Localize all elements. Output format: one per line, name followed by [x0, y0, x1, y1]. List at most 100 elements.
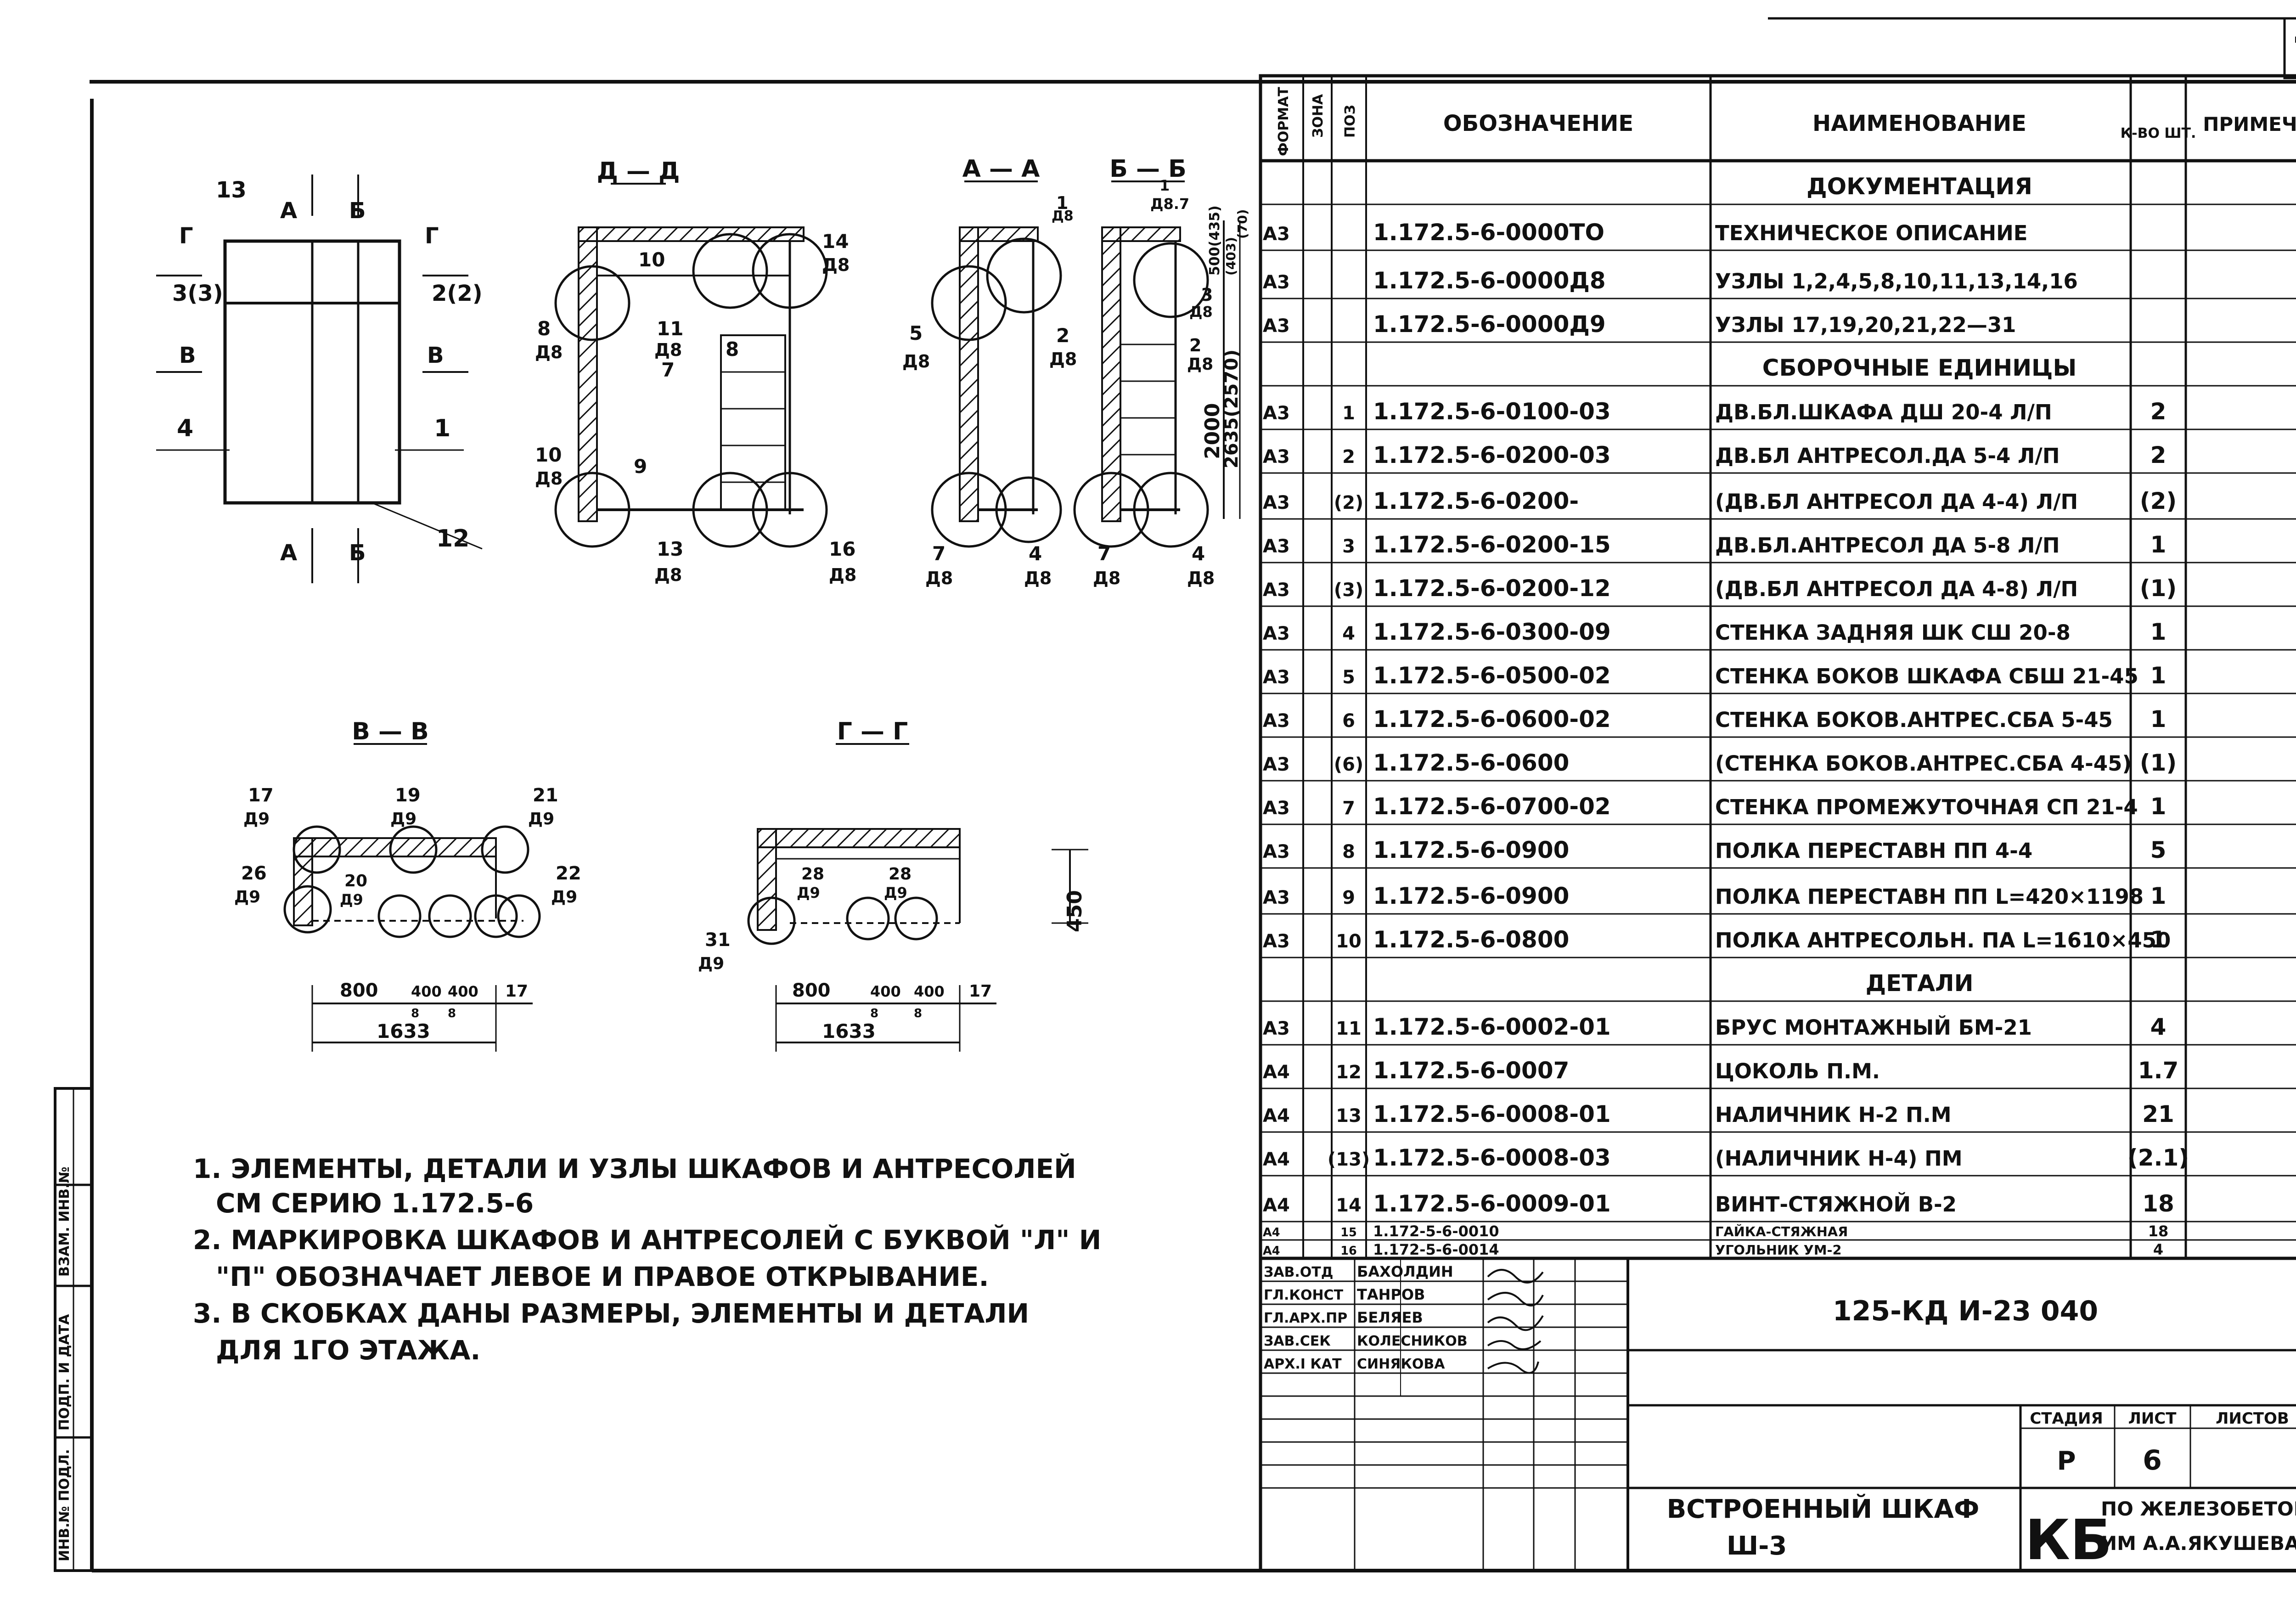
section-bb: Б — Б 1 Д8.7 3 Д8 2 Д8 7 Д8 4 Д8 2000 26… [1073, 155, 1250, 588]
spec-qty-cell: 2 [2150, 442, 2167, 468]
spec-format-cell: А3 [1263, 623, 1290, 644]
svg-text:8: 8 [537, 317, 551, 340]
svg-text:5: 5 [909, 322, 923, 344]
svg-text:1633: 1633 [377, 1020, 430, 1042]
note-line-4: "П" ОБОЗНАЧАЕТ ЛЕВОЕ И ПРАВОЕ ОТКРЫВАНИЕ… [216, 1261, 989, 1292]
spec-name-cell: ТЕХНИЧЕСКОЕ ОПИСАНИЕ [1715, 221, 2028, 245]
svg-text:Д9: Д9 [390, 810, 416, 828]
spec-designation-cell: 1.172.5-6-0900 [1373, 837, 1569, 863]
svg-text:12: 12 [436, 525, 469, 552]
spec-pos-cell: 4 [1342, 623, 1355, 644]
front-elevation [156, 175, 483, 583]
svg-text:Д9: Д9 [243, 810, 270, 828]
spec-format-cell: А3 [1263, 224, 1290, 245]
svg-text:4: 4 [1029, 542, 1042, 565]
spec-designation-cell: 1.172.5-6-0002-01 [1373, 1014, 1611, 1040]
spec-pos-cell: 1 [1342, 403, 1355, 424]
svg-text:20: 20 [344, 872, 367, 890]
svg-text:Д8: Д8 [1049, 349, 1077, 369]
note-line-3: 2. МАРКИРОВКА ШКАФОВ И АНТРЕСОЛЕЙ С БУКВ… [193, 1224, 1101, 1256]
svg-text:7: 7 [932, 542, 945, 565]
spec-pos-cell: 15 [1340, 1226, 1357, 1239]
spec-pos-cell: (2) [1334, 492, 1363, 513]
spec-qty-cell: 2 [2150, 398, 2167, 425]
svg-text:Д8: Д8 [1187, 568, 1215, 588]
svg-text:1: 1 [1056, 193, 1068, 213]
spec-designation-cell: 1.172.5-6-0300-09 [1373, 619, 1611, 645]
hdr-pos: ПОЗ [1342, 105, 1358, 138]
spec-pos-cell: 7 [1342, 798, 1355, 819]
svg-text:Б: Б [349, 540, 366, 566]
spec-designation-cell: 1.172.5-6-0100-03 [1373, 398, 1611, 425]
spec-pos-cell: 14 [1336, 1195, 1362, 1216]
svg-text:800: 800 [340, 980, 378, 1001]
strip-replace-inv: ВЗАМ. ИНВ.№ [56, 1166, 73, 1277]
spec-format-cell: А3 [1263, 798, 1290, 819]
spec-pos-cell: 16 [1340, 1244, 1357, 1258]
spec-pos-cell: 10 [1336, 931, 1362, 952]
spec-format-cell: А3 [1263, 667, 1290, 688]
svg-text:7: 7 [1097, 542, 1111, 565]
svg-text:450: 450 [1063, 890, 1086, 932]
spec-format-cell: А4 [1263, 1226, 1280, 1239]
title-block: ЗАВ.ОТД БАХОЛДИН ГЛ.КОНСТ ТАНРОВ ГЛ.АРХ.… [1259, 1256, 2296, 1572]
svg-text:13: 13 [216, 177, 247, 203]
svg-text:8: 8 [448, 1007, 456, 1020]
svg-text:В: В [179, 343, 196, 368]
spec-designation-cell: 1.172-5-6-0010 [1373, 1223, 1499, 1240]
svg-text:26: 26 [241, 863, 267, 884]
svg-text:13: 13 [657, 538, 683, 560]
spec-designation-cell: 1.172.5-6-0200-03 [1373, 442, 1611, 468]
section-dd: Д — Д 14 Д8 10 8 Д8 11 Д8 8 7 10 Д8 9 13… [535, 158, 856, 585]
section-bb-title: Б — Б [1109, 155, 1186, 183]
spec-designation-cell: 1.172.5-6-0200- [1373, 488, 1579, 514]
spec-format-cell: А3 [1263, 272, 1290, 293]
sheet-header: ЛИСТ [2128, 1409, 2177, 1428]
signature-marks [1487, 1269, 1544, 1374]
svg-text:3(3): 3(3) [172, 281, 223, 306]
spec-qty-cell: 4 [2150, 1014, 2167, 1040]
spec-qty-cell: 1 [2150, 706, 2167, 732]
spec-name-cell: (ДВ.БЛ АНТРЕСОЛ ДА 4-8) Л/П [1715, 577, 2078, 601]
drawing-title-2: Ш-3 [1727, 1531, 1787, 1561]
note-line-2: СМ СЕРИЮ 1.172.5-6 [216, 1188, 534, 1219]
svg-text:Г: Г [179, 223, 193, 249]
svg-text:Д9: Д9 [528, 810, 554, 828]
spec-designation-cell: 1.172.5-6-0800 [1373, 926, 1569, 953]
spec-format-cell: А4 [1263, 1105, 1290, 1127]
signer-role-3: ГЛ.АРХ.ПР [1264, 1310, 1347, 1326]
svg-text:3: 3 [1201, 285, 1213, 305]
svg-text:16: 16 [829, 538, 855, 560]
strip-sign-date: ПОДП. И ДАТА [56, 1314, 73, 1431]
spec-designation-cell: 1.172.5-6-0008-03 [1373, 1144, 1611, 1171]
sheets-header: ЛИСТОВ [2216, 1409, 2289, 1428]
spec-name-cell: ДВ.БЛ.АНТРЕСОЛ ДА 5-8 Л/П [1715, 533, 2060, 558]
svg-text:Д9: Д9 [884, 884, 907, 901]
svg-text:А: А [280, 198, 297, 224]
spec-row-lines [1261, 203, 2296, 1241]
note-line-5: 3. В СКОБКАХ ДАНЫ РАЗМЕРЫ, ЭЛЕМЕНТЫ И ДЕ… [193, 1298, 1029, 1329]
svg-text:28: 28 [801, 865, 824, 884]
general-notes: 1. ЭЛЕМЕНТЫ, ДЕТАЛИ И УЗЛЫ ШКАФОВ И АНТР… [193, 1153, 1101, 1366]
svg-text:(403): (403) [1223, 237, 1238, 276]
sheet-number: 7 [2292, 28, 2296, 79]
svg-text:Д8: Д8 [925, 568, 953, 588]
front-elevation-labels: 13 А Б Г Г 3(3) 2(2) В В 4 1 12 А Б [172, 177, 483, 566]
svg-text:Д8: Д8 [829, 565, 856, 585]
svg-text:2: 2 [1189, 335, 1201, 355]
spec-pos-cell: 11 [1336, 1018, 1362, 1039]
spec-format-cell: А3 [1263, 710, 1290, 732]
spec-designation-cell: 1.172.5-6-0600-02 [1373, 706, 1611, 732]
svg-text:10: 10 [535, 444, 562, 466]
spec-qty-cell: 18 [2148, 1223, 2169, 1240]
spec-qty-cell: 1 [2150, 883, 2167, 909]
spec-section-heading: СБОРОЧНЫЕ ЕДИНИЦЫ [1762, 355, 2077, 381]
svg-text:17: 17 [248, 785, 274, 806]
hdr-qty: К-ВО ШТ. [2121, 125, 2196, 141]
spec-qty-cell: 21 [2142, 1101, 2174, 1127]
note-line-1: 1. ЭЛЕМЕНТЫ, ДЕТАЛИ И УЗЛЫ ШКАФОВ И АНТР… [193, 1153, 1076, 1184]
spec-designation-cell: 1.172-5-6-0014 [1373, 1241, 1499, 1258]
spec-designation-cell: 1.172.5-6-0900 [1373, 883, 1569, 909]
svg-text:400: 400 [448, 983, 478, 1000]
spec-qty-cell: 1.7 [2138, 1057, 2179, 1084]
